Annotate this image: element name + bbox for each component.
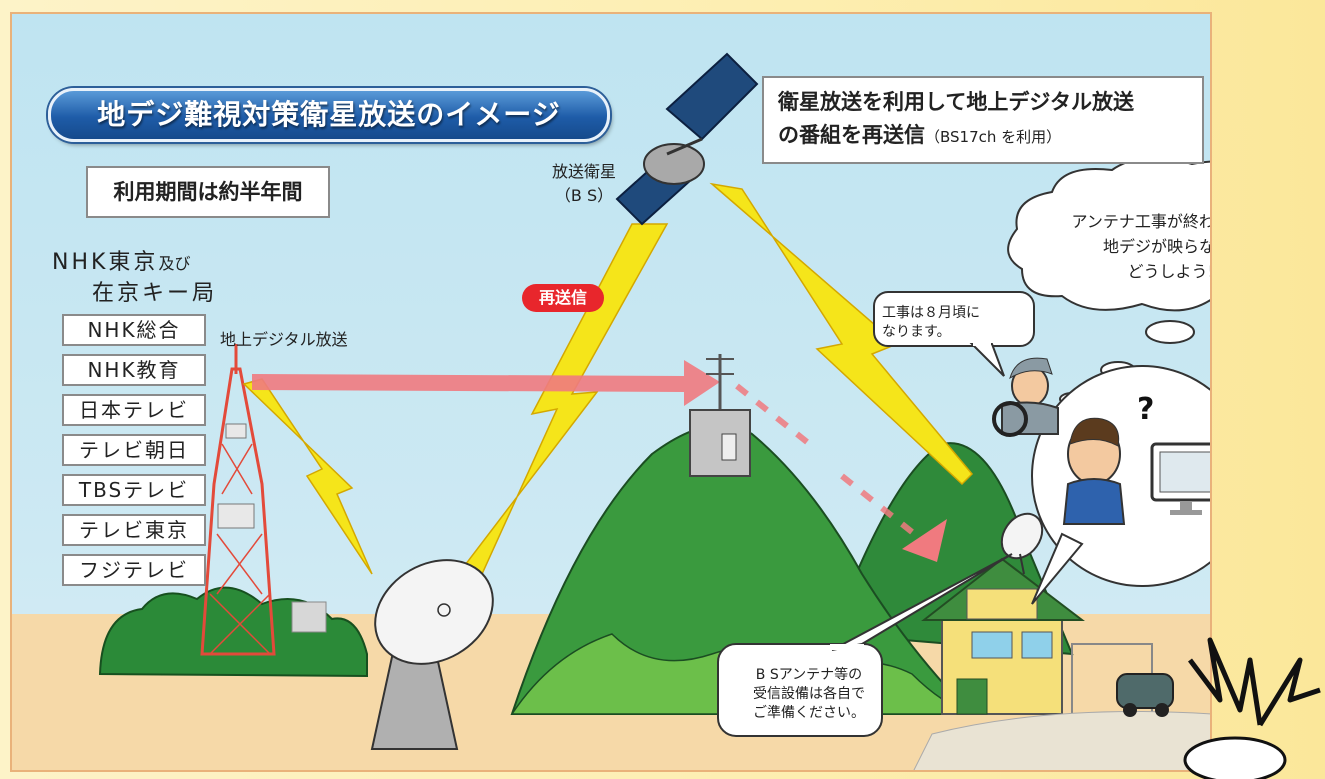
- thought-cloud-text: アンテナ工事が終わらなくて 地デジが映らない。 どうしよう!?: [1030, 209, 1212, 284]
- headline-note: （BS17ch を利用）: [925, 128, 1062, 146]
- stations-heading: NHK東京及び 在京キー局: [52, 248, 217, 309]
- bs-bubble: [717, 553, 1013, 737]
- headline-box: 衛星放送を利用して地上デジタル放送 の番組を再送信（BS17ch を利用）: [762, 76, 1204, 164]
- resend-badge: 再送信: [522, 284, 604, 312]
- diagram-title: 地デジ難視対策衛星放送のイメージ: [48, 88, 610, 142]
- bs-line2: 受信設備は各自で: [753, 686, 865, 702]
- stations-heading-main: NHK東京: [52, 250, 159, 275]
- car-icon: [1116, 673, 1174, 717]
- worker-line2: なります。: [882, 324, 951, 340]
- diagram-canvas: ? 地デジ難視対策衛星放送のイメージ 利用期間は約半年間 衛星放送を利: [10, 12, 1212, 772]
- satellite-icon: [615, 52, 759, 226]
- corner-antenna-icon: [1183, 637, 1321, 779]
- stations-heading-small: 及び: [158, 254, 191, 273]
- forest: [98, 586, 368, 678]
- headline-line2-bold: の番組を再送信: [778, 123, 925, 147]
- station-nhk-sogo: NHK総合: [62, 314, 206, 346]
- station-tbs: TBSテレビ: [62, 474, 206, 506]
- station-fuji: フジテレビ: [62, 554, 206, 586]
- lightning-icon: [242, 182, 974, 575]
- bs-line3: ご準備ください。: [753, 705, 865, 721]
- satellite-label: 放送衛星 （B S）: [552, 160, 616, 208]
- relay-antenna-icon: [689, 354, 751, 477]
- station-ntv: 日本テレビ: [62, 394, 206, 426]
- station-tv-asahi: テレビ朝日: [62, 434, 206, 466]
- worker-bubble: [873, 291, 1035, 377]
- satellite-label-line1: 放送衛星: [552, 162, 617, 181]
- worker-icon: [992, 357, 1059, 437]
- viewer-bubble: [1031, 365, 1210, 605]
- station-nhk-kyoiku: NHK教育: [62, 354, 206, 386]
- bs-line1: B Sアンテナ等の: [755, 667, 863, 683]
- headline-line2: の番組を再送信（BS17ch を利用）: [778, 119, 1188, 154]
- scene-illustration: ?: [98, 52, 1210, 770]
- viewer-icon: [1062, 417, 1126, 525]
- satellite-label-line2: （B S）: [554, 186, 614, 205]
- station-tv-tokyo: テレビ東京: [62, 514, 206, 546]
- headline-line1: 衛星放送を利用して地上デジタル放送: [778, 90, 1134, 114]
- thought-line3: どうしよう!?: [1127, 262, 1210, 281]
- tv-icon: [1150, 442, 1210, 515]
- question-mark-icon: ?: [1137, 392, 1154, 427]
- house-icon: [913, 557, 1210, 770]
- thought-line1: アンテナ工事が終わらなくて: [1071, 212, 1212, 231]
- period-box: 利用期間は約半年間: [86, 166, 330, 218]
- broadcast-tower-icon: [200, 344, 276, 656]
- worker-bubble-text: 工事は８月頃に なります。: [882, 304, 1022, 342]
- worker-line1: 工事は８月頃に: [882, 305, 980, 321]
- svg-text:?: ?: [1137, 392, 1154, 427]
- bs-bubble-text: B Sアンテナ等の 受信設備は各自で ご準備ください。: [734, 666, 884, 723]
- terrestrial-label: 地上デジタル放送: [220, 330, 348, 349]
- thought-line2: 地デジが映らない。: [1102, 237, 1210, 256]
- signal-arrow: [252, 360, 947, 562]
- uplink-dish-icon: [370, 559, 494, 750]
- stations-heading-line2: 在京キー局: [92, 281, 218, 306]
